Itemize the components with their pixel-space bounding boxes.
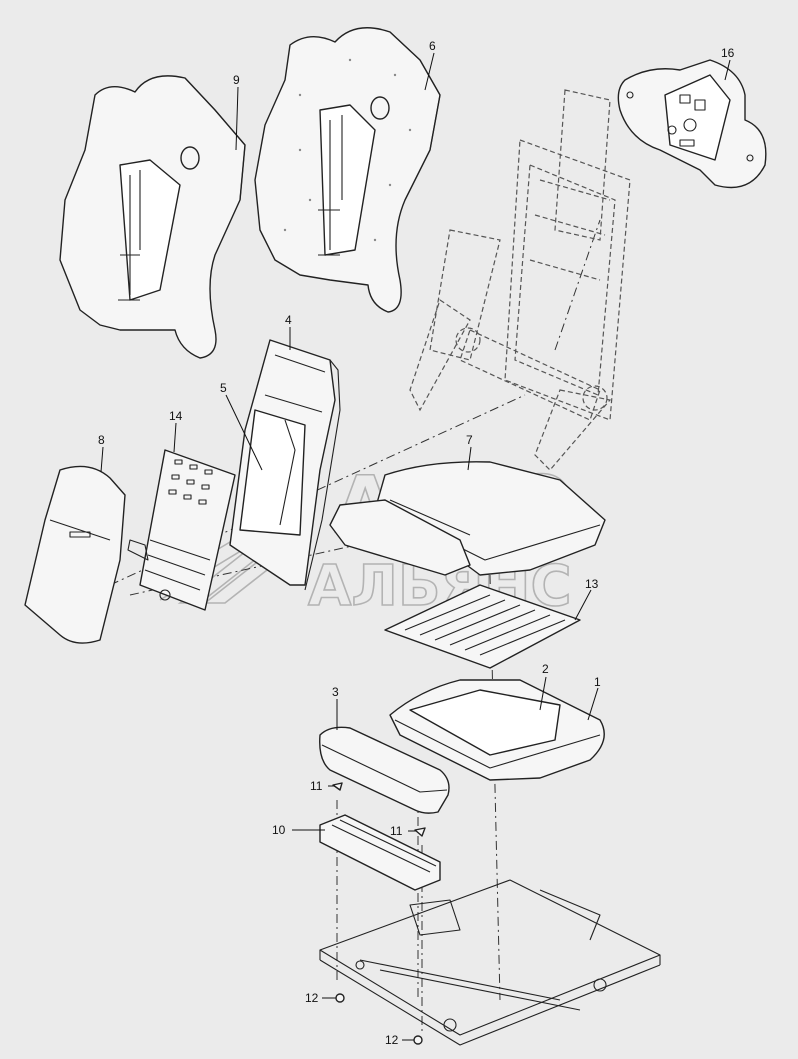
part-8-back-cover [24, 465, 126, 644]
screw-11a [332, 782, 343, 791]
callout-3: 3 [332, 685, 339, 699]
foam-texture [283, 58, 412, 242]
callout-12a: 12 [305, 991, 319, 1005]
part-10-armrest-base [319, 814, 441, 891]
callout-11b: 11 [390, 824, 403, 838]
part-14-back-panel [127, 449, 236, 611]
part-9-back-foam-shell [59, 75, 246, 359]
base-frame [319, 879, 661, 1046]
callout-13: 13 [585, 577, 599, 591]
part-3-armrest-pad [319, 726, 450, 814]
callout-4: 4 [285, 313, 292, 327]
callout-14: 14 [169, 409, 183, 423]
vent-slots [168, 459, 213, 505]
callout-1: 1 [594, 675, 601, 689]
screw-11b [414, 827, 426, 837]
callout-7: 7 [466, 433, 473, 447]
callout-8: 8 [98, 433, 105, 447]
part-2-seat-pad [409, 689, 561, 756]
nut-12b [413, 1035, 423, 1045]
callout-10: 10 [272, 823, 286, 837]
part-5-back-insert [239, 409, 306, 536]
callout-6: 6 [429, 39, 436, 53]
callout-12b: 12 [385, 1033, 399, 1047]
callout-2: 2 [542, 662, 549, 676]
callout-9: 9 [233, 73, 240, 87]
part-7-seat-cushion [329, 461, 606, 576]
seat-frame-outline [409, 89, 631, 471]
part-16-control-panel [617, 59, 767, 189]
part-13-heating-pad [384, 584, 581, 669]
callouts: 1 2 3 4 5 6 7 8 9 10 11 11 12 12 13 14 1 [98, 39, 735, 1047]
callout-5: 5 [220, 381, 227, 395]
part-6-back-foam [254, 27, 441, 313]
nut-12a [335, 993, 345, 1003]
callout-11a: 11 [310, 779, 323, 793]
callout-16: 16 [721, 46, 735, 60]
